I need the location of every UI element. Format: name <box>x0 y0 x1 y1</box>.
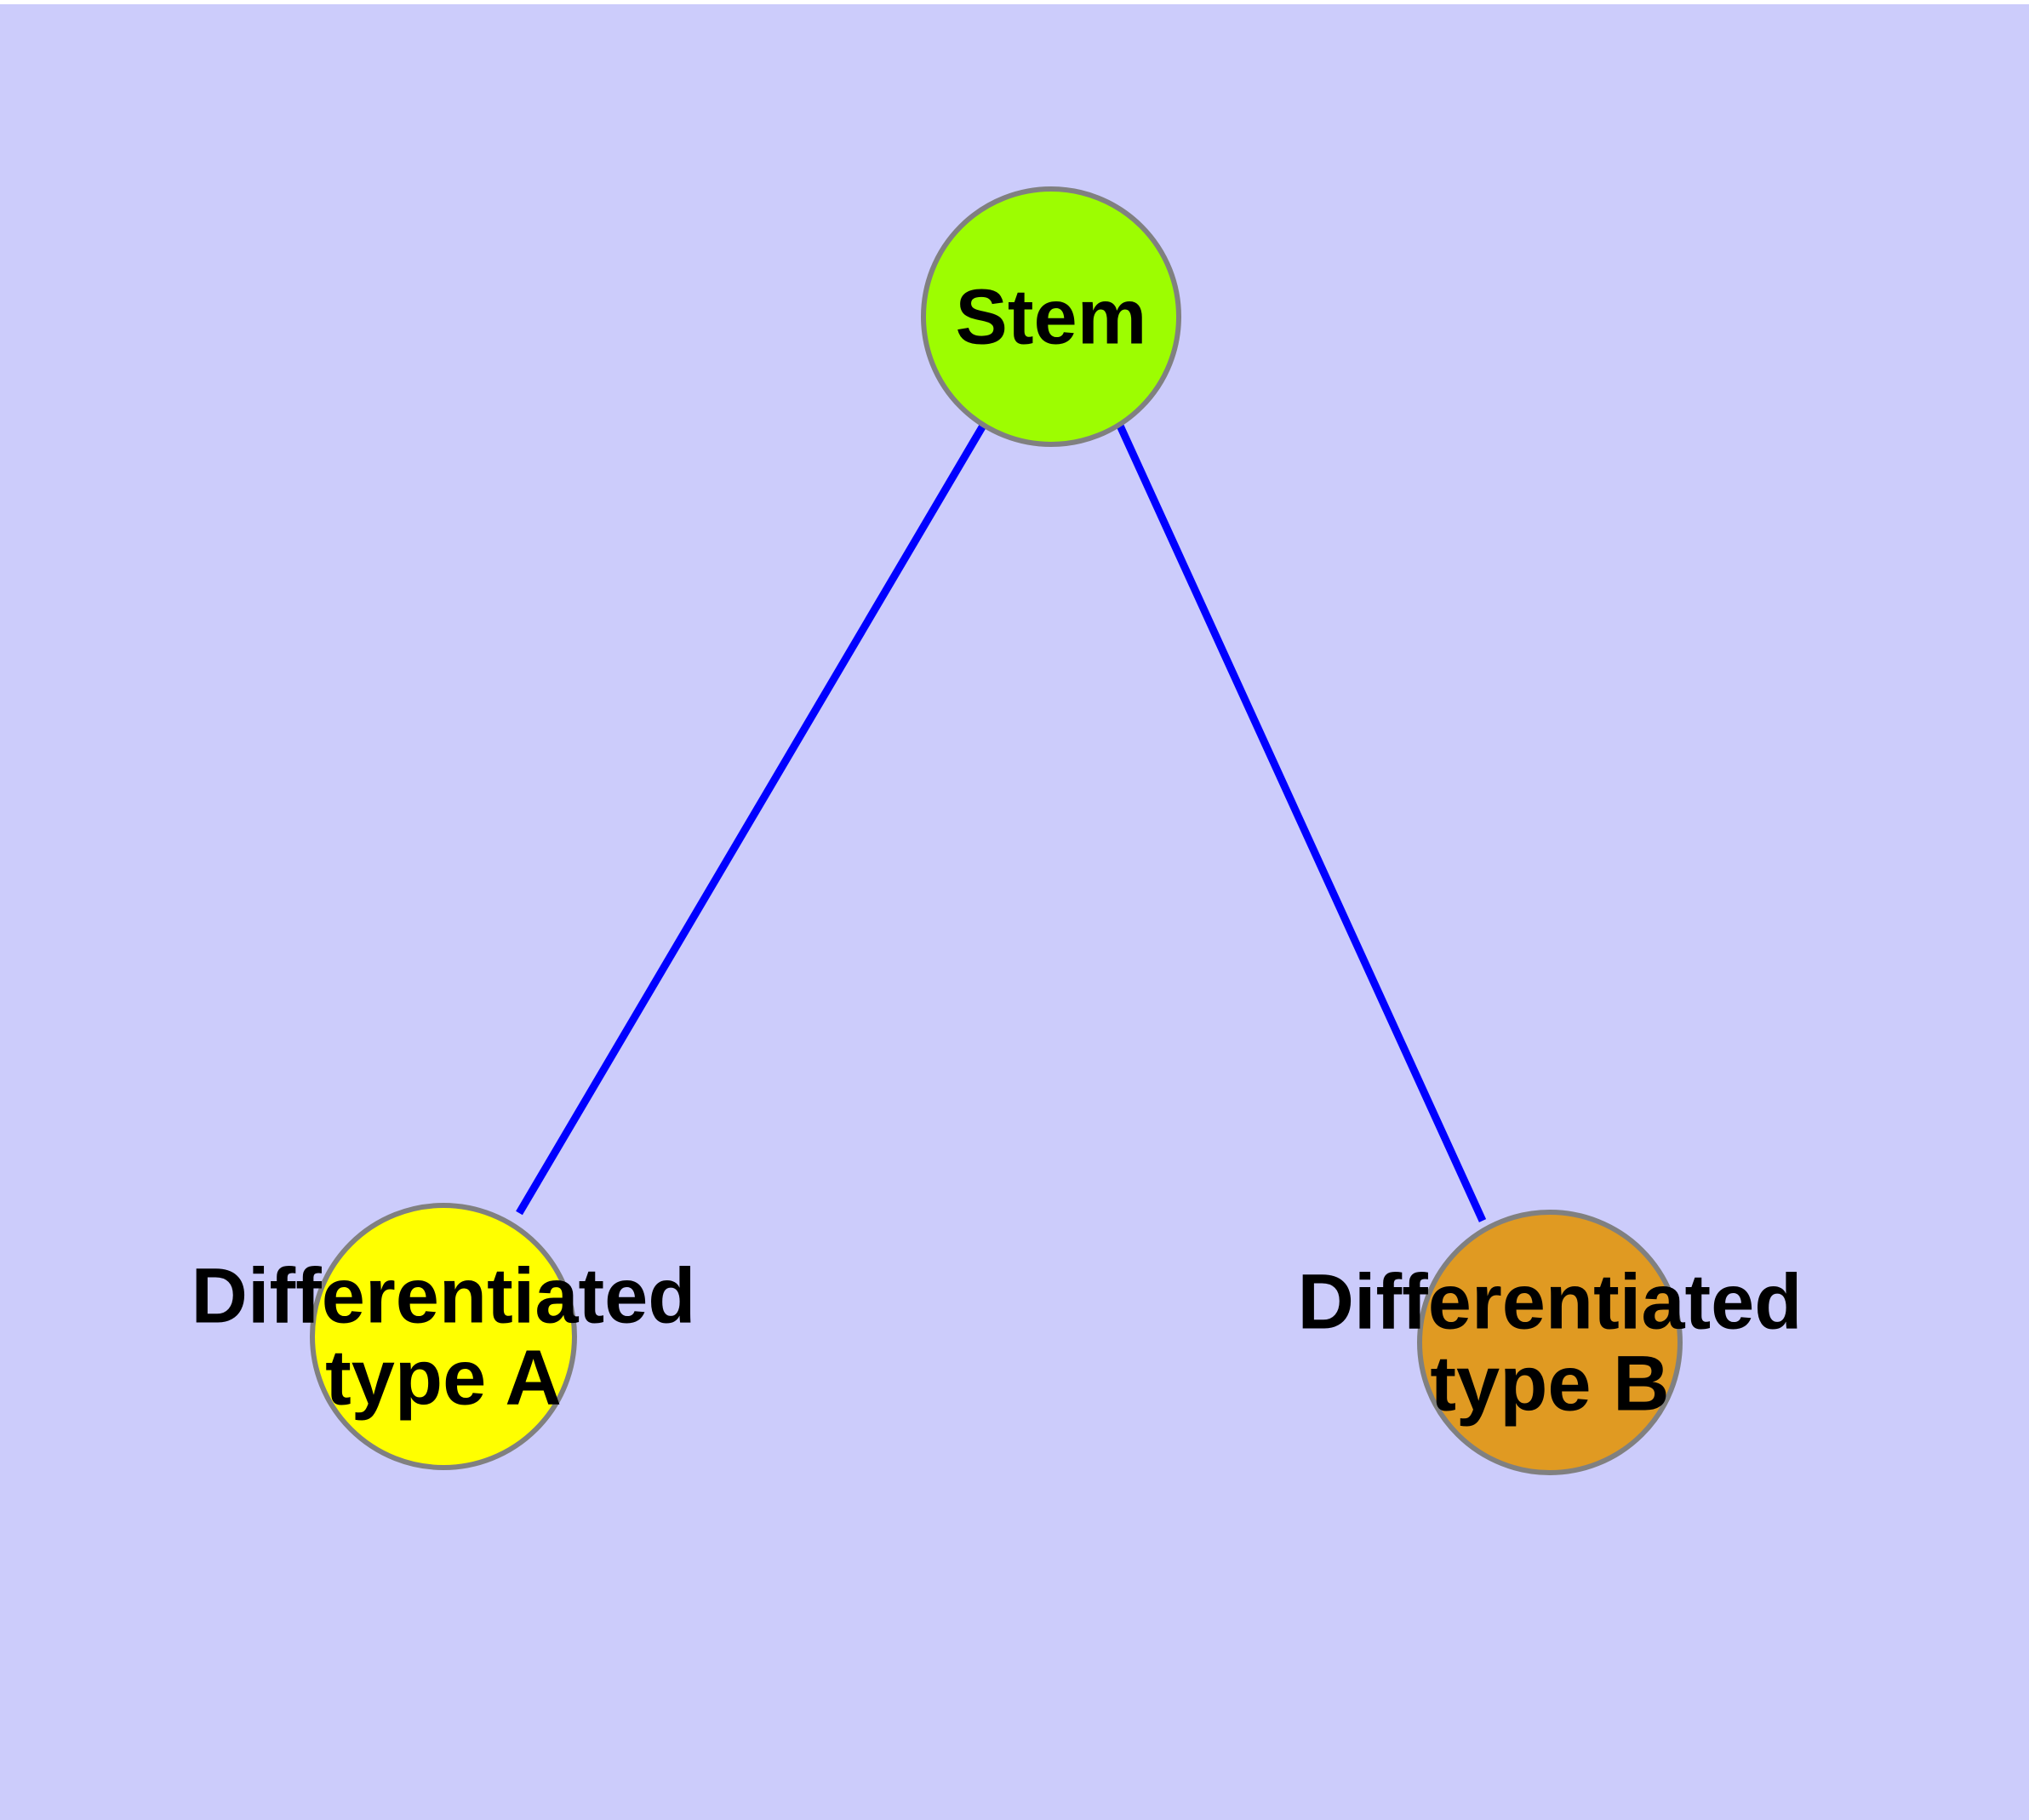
edge-stem-to-diff_b <box>1116 424 1487 1222</box>
node-stem[interactable] <box>921 186 1181 447</box>
node-label-line: type A <box>325 1334 562 1421</box>
edges-layer <box>516 423 1487 1222</box>
node-label-line: Stem <box>956 273 1147 360</box>
nodes-layer <box>310 186 1683 1475</box>
node-diff_b[interactable] <box>1417 1210 1683 1475</box>
node-label-line: Differentiated <box>191 1252 696 1339</box>
node-label-stem: Stem <box>956 273 1147 360</box>
node-label-line: Differentiated <box>1298 1258 1803 1345</box>
node-label-line: type B <box>1430 1340 1669 1427</box>
node-diff_a[interactable] <box>310 1203 577 1470</box>
edge-stem-to-diff_a <box>516 423 986 1216</box>
